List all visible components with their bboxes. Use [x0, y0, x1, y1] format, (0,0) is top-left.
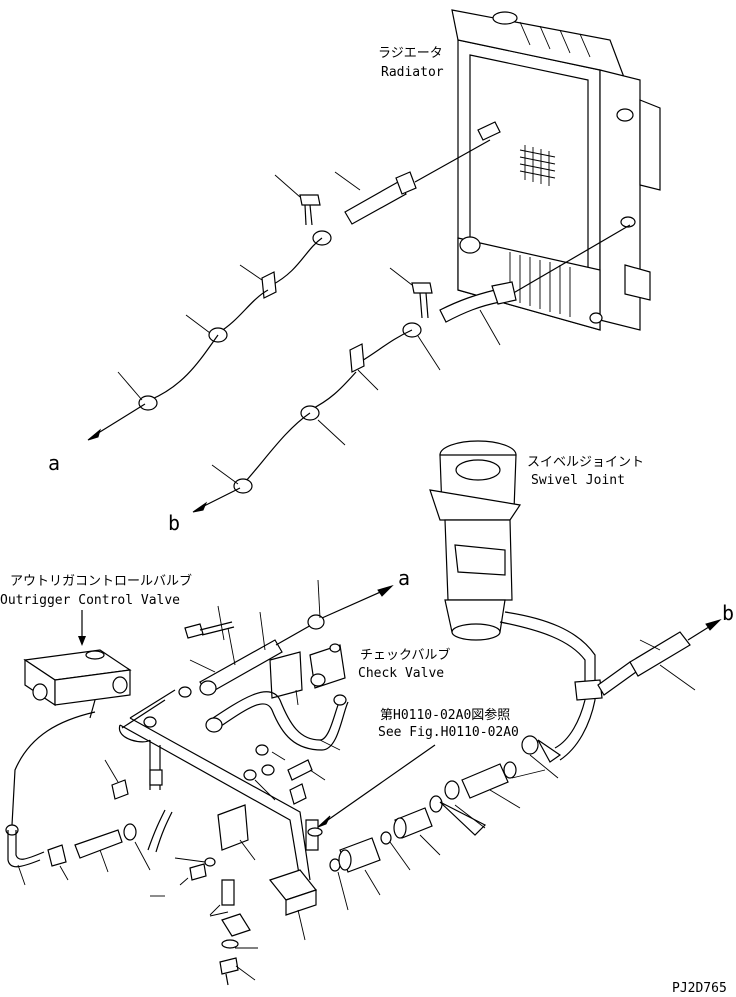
swivel-label-jp: スイベルジョイント — [527, 455, 644, 470]
swivel-joint — [429, 440, 603, 761]
ref-label-en: See Fig.H0110-02A0 — [378, 725, 519, 740]
radiator-label-jp: ラジエータ — [378, 46, 443, 61]
hose-line-b — [192, 224, 631, 513]
outrigger-valve — [23, 649, 132, 719]
check-valve-label-en: Check Valve — [358, 666, 444, 681]
swivel-label-en: Swivel Joint — [531, 473, 625, 488]
check-valve-label-jp: チェックバルブ — [360, 647, 450, 663]
outrigger-label-jp: アウトリガコントロールバルブ — [10, 573, 192, 589]
ref-label-jp: 第H0110-02A0図参照 — [380, 707, 510, 723]
marker-b-right: b — [722, 601, 734, 625]
pipe-assembly — [104, 579, 394, 986]
drawing-number: PJ2D765 — [672, 981, 727, 996]
radiator — [451, 9, 661, 331]
lower-connectors — [307, 735, 562, 911]
radiator-label-en: Radiator — [381, 65, 444, 80]
outrigger-label-en: Outrigger Control Valve — [0, 593, 180, 608]
hose-line-a — [87, 139, 491, 441]
marker-a-right: a — [398, 566, 410, 590]
marker-b-left: b — [168, 511, 180, 535]
fittings-bottom-left — [47, 809, 173, 881]
marker-a-left: a — [48, 451, 60, 475]
hose-to-b-right — [597, 618, 722, 696]
